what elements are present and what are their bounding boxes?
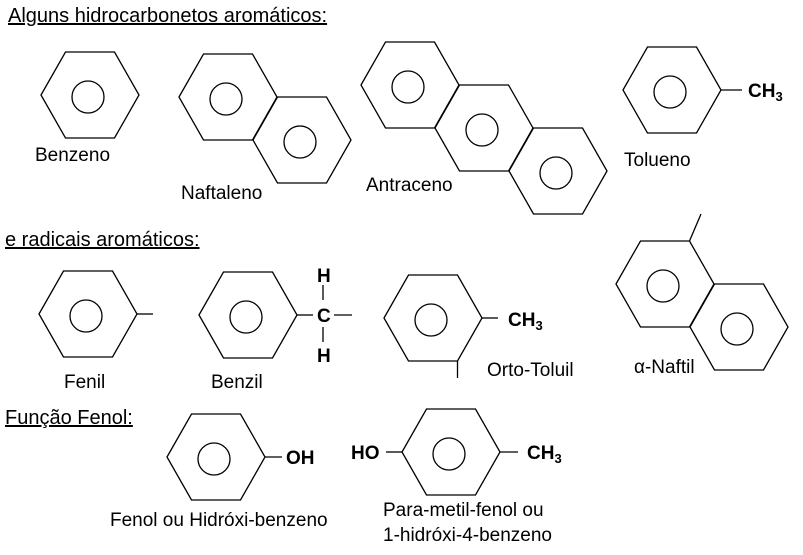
- section-title-radicals: e radicais aromáticos:: [5, 229, 200, 251]
- label-orto-toluil: Orto-Toluil: [487, 360, 574, 381]
- benzyl-structure: C H H: [198, 266, 352, 367]
- methyl-group: CH3: [508, 310, 543, 333]
- label-naftaleno: Naftaleno: [181, 183, 262, 204]
- label-para-metil-fenol-alt: 1-hidróxi-4-benzeno: [383, 525, 552, 546]
- label-alfa-naftil: α-Naftil: [634, 357, 695, 378]
- benzene-structure: [40, 51, 140, 139]
- phenyl-structure: [38, 270, 153, 358]
- hydroxyl-group: OH: [286, 448, 315, 469]
- carbon-atom: C: [317, 306, 331, 327]
- section-title-hydrocarbons: Alguns hidrocarbonetos aromáticos:: [8, 5, 327, 27]
- label-para-metil-fenol: Para-metil-fenol ou: [383, 500, 544, 521]
- alpha-naphthyl-structure: [615, 213, 789, 371]
- hydrogen-top: H: [317, 266, 331, 287]
- label-antraceno: Antraceno: [366, 175, 453, 196]
- naphthalene-structure: [178, 53, 352, 184]
- section-title-phenol: Função Fenol:: [5, 407, 133, 429]
- ortho-tolyl-structure: CH3: [383, 274, 543, 378]
- hydrogen-bottom: H: [317, 346, 331, 367]
- label-benzil: Benzil: [211, 372, 263, 393]
- methyl-group: CH3: [748, 81, 783, 104]
- para-methylphenol-structure: HO CH3: [351, 408, 562, 496]
- methyl-group: CH3: [527, 443, 562, 466]
- label-benzeno: Benzeno: [35, 145, 110, 166]
- phenol-structure: OH: [166, 413, 315, 501]
- label-fenil: Fenil: [64, 372, 105, 393]
- label-tolueno: Tolueno: [624, 150, 691, 171]
- label-fenol: Fenol ou Hidróxi-benzeno: [110, 510, 328, 531]
- toluene-structure: CH3: [622, 46, 783, 134]
- hydroxyl-group: HO: [351, 443, 380, 464]
